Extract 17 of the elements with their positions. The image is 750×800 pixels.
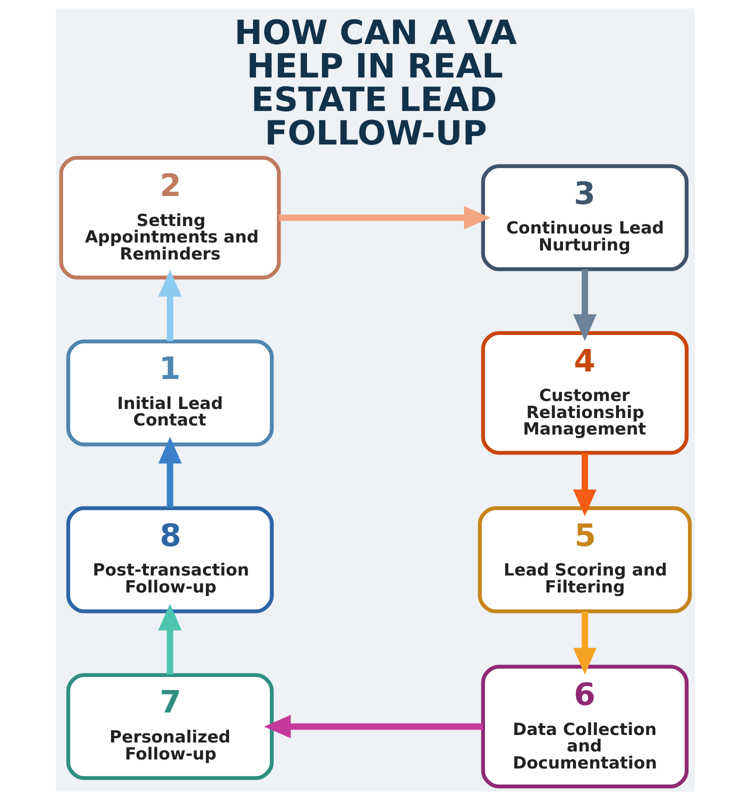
diagram-title: HOW CAN A VA HELP IN REAL ESTATE LEAD FOLLOW-UP bbox=[234, 13, 516, 153]
arrow bbox=[264, 714, 482, 738]
arrow bbox=[278, 206, 490, 230]
node-box: 3 Continuous Lead Nurturing bbox=[480, 164, 688, 272]
node-box: 5 Lead Scoring and Filtering bbox=[477, 506, 692, 614]
node-box: 2 Setting Appointments and Reminders bbox=[58, 156, 280, 280]
arrow bbox=[158, 604, 182, 675]
node-box: 1 Initial Lead Contact bbox=[66, 339, 274, 446]
node-box: 4 Customer Relationship Management bbox=[480, 331, 688, 455]
arrow bbox=[158, 270, 182, 342]
node-box: 8 Post-transaction Follow-up bbox=[66, 506, 274, 614]
node-box: 7 Personalized Follow-up bbox=[66, 673, 274, 780]
arrow bbox=[572, 453, 596, 516]
arrow bbox=[572, 269, 596, 341]
arrow bbox=[158, 436, 182, 508]
arrow bbox=[572, 612, 596, 675]
node-box: 6 Data Collection and Documentation bbox=[480, 664, 688, 788]
